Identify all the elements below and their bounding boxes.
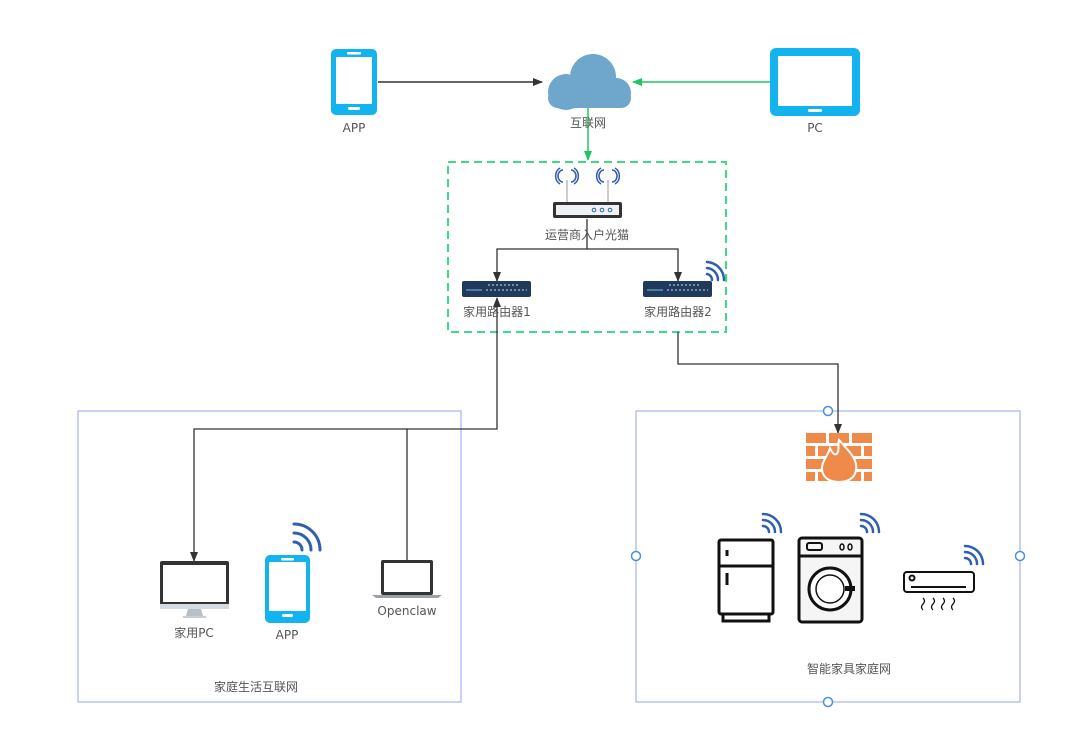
modem-icon[interactable]: [553, 167, 622, 218]
smart-home-group-label: 智能家具家庭网: [806, 662, 892, 676]
app-top-label: APP: [342, 121, 366, 135]
smartphone-icon[interactable]: [331, 49, 377, 115]
internet-label: 互联网: [569, 116, 607, 130]
wifi-signal-icon: [292, 522, 322, 552]
cloud-icon[interactable]: [548, 54, 631, 110]
edge-modem-to-router1: [493, 219, 588, 282]
resize-handle-left[interactable]: [630, 550, 642, 562]
tablet-icon[interactable]: [770, 48, 860, 116]
home-life-group-border[interactable]: [77, 410, 462, 703]
firewall-icon[interactable]: [806, 433, 872, 484]
router-icon[interactable]: [462, 281, 531, 297]
home-app-label: APP: [275, 628, 299, 642]
router2-label: 家用路由器2: [644, 305, 712, 319]
wifi-signal-icon: [761, 512, 783, 534]
gateway-group-border: [447, 161, 727, 333]
resize-handle-bottom[interactable]: [822, 696, 834, 708]
air-conditioner-icon[interactable]: [903, 544, 985, 611]
edge-router1-to-home-pc: [190, 428, 407, 562]
home-pc-label: 家用PC: [174, 626, 214, 640]
smartphone-icon[interactable]: [265, 522, 322, 623]
openclaw-label: Openclaw: [377, 604, 437, 618]
washing-machine-icon[interactable]: [797, 512, 881, 624]
edge-modem-to-router2: [587, 248, 682, 282]
router-icon[interactable]: [643, 260, 726, 297]
laptop-icon[interactable]: [372, 560, 442, 598]
resize-handle-right[interactable]: [1014, 550, 1026, 562]
wifi-signal-icon: [963, 544, 985, 566]
edge-openclaw-to-router1: [406, 297, 501, 560]
wifi-signal-icon: [705, 260, 726, 282]
pc-top-label: PC: [807, 121, 823, 135]
monitor-icon[interactable]: [160, 561, 229, 618]
refrigerator-icon[interactable]: [717, 512, 783, 623]
wifi-signal-icon: [859, 512, 881, 534]
resize-handle-top[interactable]: [822, 405, 834, 417]
edge-router2-to-firewall: [677, 332, 842, 434]
wifi-signal-icon: [554, 167, 621, 185]
router1-label: 家用路由器1: [463, 305, 531, 319]
home-life-group-label: 家庭生活互联网: [213, 680, 299, 694]
modem-label: 运营商入户光猫: [544, 228, 630, 242]
